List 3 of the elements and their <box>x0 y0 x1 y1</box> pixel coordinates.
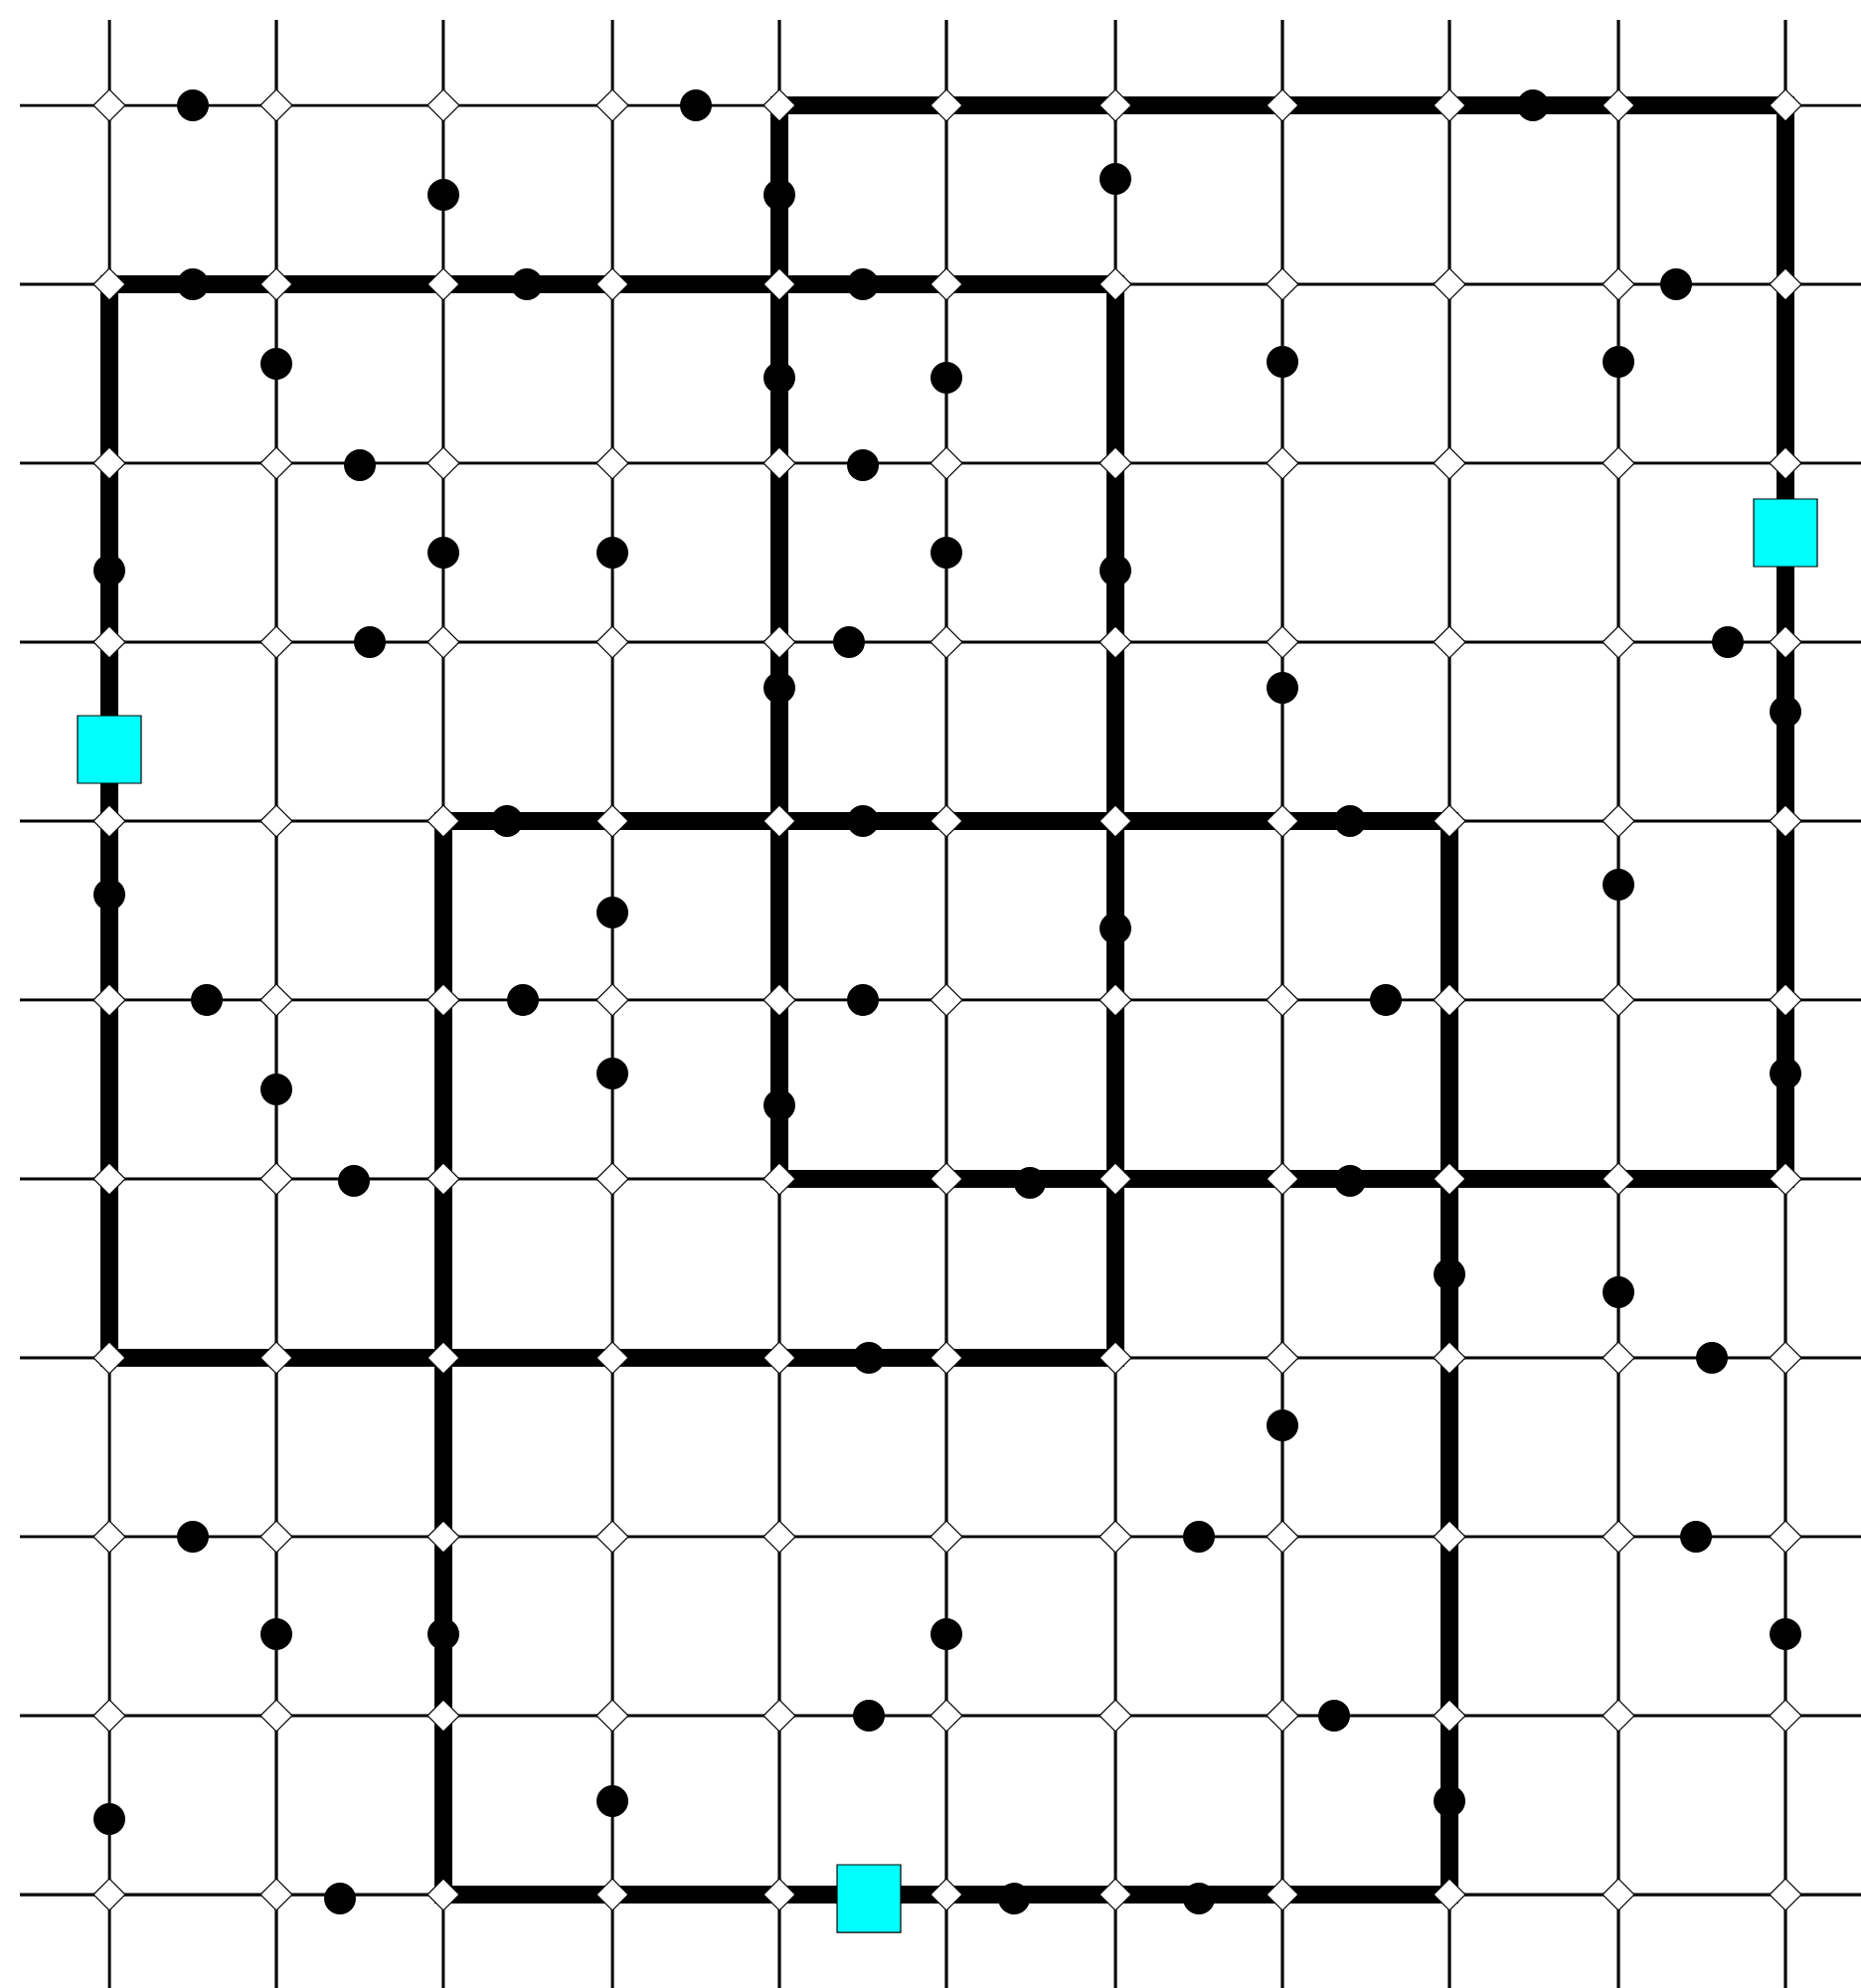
marker-square <box>836 1864 902 1933</box>
marker-square <box>77 715 142 784</box>
marker-square <box>1753 498 1818 568</box>
